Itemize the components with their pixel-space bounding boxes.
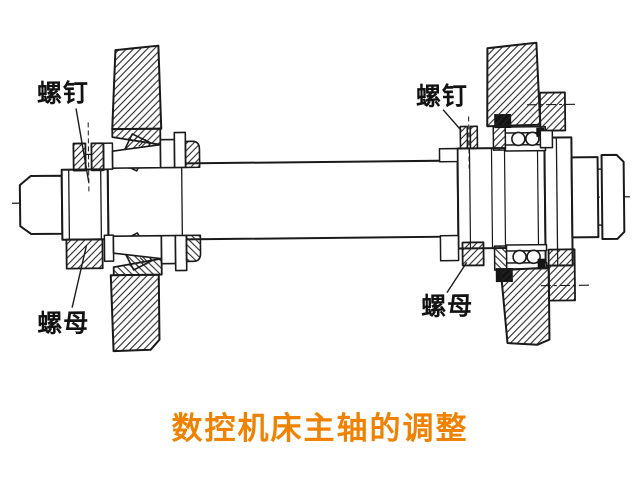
bearing-ball [511, 131, 526, 147]
right-bearing-top [492, 125, 547, 152]
right-housing-upper [486, 41, 542, 128]
left-housing-upper [111, 44, 163, 131]
shaft-tail-end [600, 153, 626, 241]
leader-screw-left [75, 108, 90, 183]
diagram-caption: 数控机床主轴的调整 [171, 411, 469, 446]
right-shaft-section [438, 136, 626, 267]
right-bearing-cap-top [527, 91, 578, 149]
label-nut-right: 螺母 [421, 292, 473, 321]
label-screw-left: 螺钉 [37, 79, 89, 108]
left-bearing-top [111, 127, 201, 172]
shaft-tail-flange [543, 136, 574, 267]
right-housing-lower [499, 266, 551, 346]
spindle-shaft [18, 142, 460, 263]
right-bearing-cap-bottom [540, 248, 591, 302]
shaft-nose-cone [18, 174, 64, 236]
leader-lines [71, 108, 468, 308]
right-lock-nut [461, 241, 485, 267]
bearing-ball [525, 131, 540, 147]
right-bearing-bottom [493, 243, 548, 272]
leader-screw-right [442, 109, 462, 131]
left-bearing-bottom [112, 231, 202, 277]
label-screw-right: 螺钉 [416, 82, 468, 111]
leader-nut-right [446, 262, 468, 294]
left-housing-lower [109, 273, 161, 353]
leader-nut-left [71, 245, 88, 308]
right-adjusting-screw [459, 116, 479, 169]
label-nut-left: 螺母 [37, 309, 89, 338]
